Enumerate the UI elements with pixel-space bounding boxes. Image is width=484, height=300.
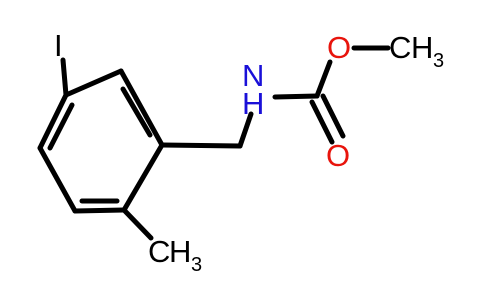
bond-c-to-ester-o — [314, 59, 333, 99]
ring-bond-2 — [118, 68, 165, 148]
benzene-ring — [37, 68, 165, 214]
nh-hydrogen-label: H — [242, 86, 264, 121]
bond-carbonyl-double-b — [320, 93, 346, 139]
ring-double-bond-inner-3 — [47, 102, 75, 151]
nitrogen-atom-label: N — [242, 58, 264, 93]
ring-methyl-hydrogen-label: H — [169, 234, 191, 269]
carbonyl-oxygen-label: O — [326, 138, 350, 173]
bond-ring-to-methyl — [121, 207, 154, 241]
ring-bond-5 — [37, 145, 78, 214]
bond-ch2-to-n — [237, 111, 254, 149]
methoxy-h-count: 3 — [433, 50, 444, 72]
bond-carbonyl-double-a — [309, 99, 335, 145]
ring-bond-4 — [72, 207, 127, 214]
methoxy-carbon-label: C — [389, 30, 411, 65]
bond-ring-to-ch2 — [159, 142, 243, 149]
ester-oxygen-label: O — [327, 30, 351, 65]
bond-ring-to-iodine — [60, 57, 69, 98]
ring-methyl-h-count: 3 — [191, 254, 202, 276]
iodine-atom-label: I — [54, 28, 63, 63]
methoxy-hydrogen-label: H — [411, 30, 433, 65]
bond-n-to-carbonyl-c — [272, 93, 320, 100]
ring-bond-1 — [63, 68, 124, 98]
ring-bond-6 — [37, 92, 69, 151]
ring-methyl-carbon-label: C — [148, 234, 170, 269]
ring-double-bond-inner-1 — [120, 86, 153, 138]
ring-bond-3 — [121, 142, 165, 213]
